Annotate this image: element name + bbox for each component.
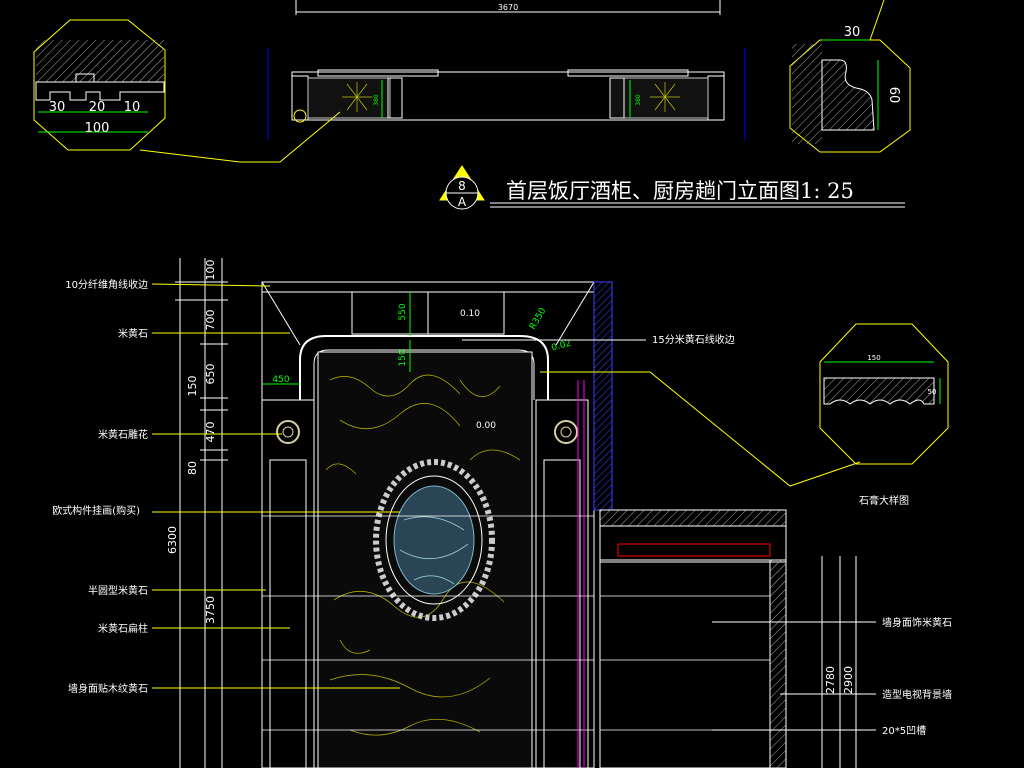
drawing-title: 首层饭厅酒柜、厨房趟门立面图1: 25 [506,179,854,203]
profile-right-dim-1: 30 [844,25,861,40]
rosette-left [276,420,300,444]
plaster-caption: 石膏大样图 [859,494,909,507]
label-fiber-edge: 10分纤维角线收边 [65,278,148,291]
plan-depth-dim-left: 380 [373,94,380,106]
section-sheet: A [458,195,467,209]
profile-detail-left: 30 20 10 100 [33,19,341,163]
plan-width-dim: 3670 [498,3,518,12]
plaster-width: 150 [867,354,880,362]
dim-550: 550 [398,303,408,320]
dim-2900: 2900 [842,666,855,694]
label-15-stone-edge: 15分米黄石线收边 [652,333,735,346]
dim-470: 470 [204,422,217,443]
dim-002: 0.02 [551,339,573,354]
dim-80: 80 [186,461,199,475]
dim-2780: 2780 [824,666,837,694]
label-euro-painting: 欧式构件挂画(购买) [52,504,140,517]
dim-150: 150 [186,376,199,397]
level-upper: 0.10 [460,309,480,319]
dim-700: 700 [204,310,217,331]
label-flat-column: 米黄石扁柱 [98,622,148,635]
dim-r350: R350 [528,306,549,332]
dim-3750: 3750 [204,596,217,624]
dim-450: 450 [272,375,289,385]
dim-100: 100 [204,260,217,281]
plan-depth-dim-right: 380 [635,94,642,106]
profile-left-total: 100 [85,121,110,136]
rosette-right [554,420,578,444]
label-beige-stone: 米黄石 [118,327,148,340]
plan-view: 3670 380 380 [267,0,746,140]
dim-total-6300: 6300 [166,526,179,554]
label-stone-carving: 米黄石雕花 [98,428,148,441]
dim-150-inner: 150 [398,349,408,366]
profile-detail-right: 30 60 [789,0,911,153]
plaster-height: 50 [928,388,937,396]
label-wood-grain-stone: 墙身面贴木纹黄石 [68,682,148,695]
profile-right-dim-2: 60 [886,87,901,104]
profile-left-dim-2: 20 [89,100,106,115]
dim-650: 650 [204,364,217,385]
section-number: 8 [458,179,466,193]
profile-left-dim-1: 30 [49,100,66,115]
right-callouts: 15分米黄石线收边 墙身面饰米黄石 造型电视背景墙 20*5凹槽 [652,333,952,737]
left-callouts: 10分纤维角线收边 米黄石 米黄石雕花 欧式构件挂画(购买) 半圆型米黄石 米黄… [52,278,148,695]
label-wall-beige: 墙身面饰米黄石 [882,616,952,629]
drawing-title-block: 8 A 首层饭厅酒柜、厨房趟门立面图1: 25 [439,165,905,210]
profile-left-dim-3: 10 [124,100,141,115]
label-tv-wall: 造型电视背景墙 [882,688,952,701]
level-lower: 0.00 [476,421,496,431]
label-groove: 20*5凹槽 [882,724,926,737]
elevation-view: 100 700 650 150 470 80 3750 6300 0.10 [166,258,949,768]
label-semi-round-stone: 半圆型米黄石 [88,584,148,597]
